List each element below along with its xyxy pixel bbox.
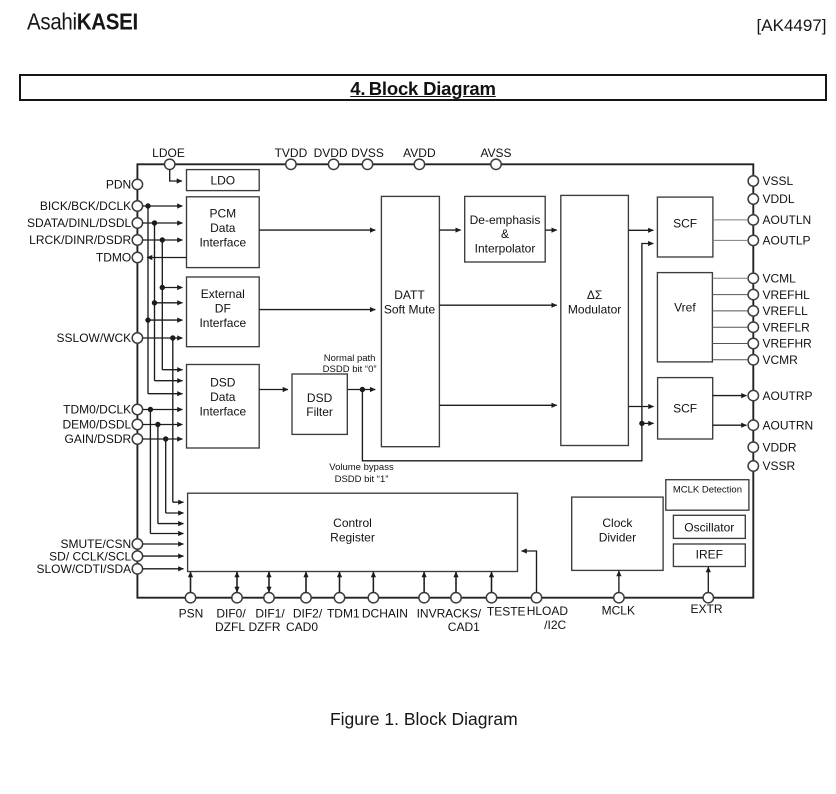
svg-text:Interface: Interface <box>199 236 246 250</box>
svg-text:VSSR: VSSR <box>763 459 796 473</box>
svg-text:PDN: PDN <box>106 178 131 192</box>
svg-text:VCML: VCML <box>763 272 797 286</box>
svg-text:DZFR: DZFR <box>249 620 281 634</box>
svg-text:DSDD bit “0”: DSDD bit “0” <box>323 364 377 375</box>
svg-text:DSD: DSD <box>210 375 236 389</box>
svg-text:Data: Data <box>210 390 236 404</box>
svg-text:BICK/BCK/DCLK: BICK/BCK/DCLK <box>40 199 131 213</box>
svg-text:LRCK/DINR/DSDR: LRCK/DINR/DSDR <box>29 233 131 247</box>
svg-text:Control: Control <box>333 516 372 530</box>
svg-text:EXTR: EXTR <box>690 602 722 616</box>
svg-text:DEM0/DSDL: DEM0/DSDL <box>63 418 132 432</box>
svg-text:Interface: Interface <box>199 316 246 330</box>
svg-text:DZFL: DZFL <box>215 620 245 634</box>
svg-text:DSDD bit “1”: DSDD bit “1” <box>335 474 389 485</box>
svg-text:TVDD: TVDD <box>275 146 308 160</box>
svg-text:Soft Mute: Soft Mute <box>384 303 436 317</box>
svg-text:SCF: SCF <box>673 402 697 416</box>
svg-text:DIF0/: DIF0/ <box>216 607 246 621</box>
svg-text:INVR: INVR <box>417 607 446 621</box>
svg-text:DVDD: DVDD <box>314 146 348 160</box>
svg-text:SDATA/DINL/DSDL: SDATA/DINL/DSDL <box>27 216 132 230</box>
svg-text:PSN: PSN <box>179 607 204 621</box>
svg-text:Oscillator: Oscillator <box>684 521 734 535</box>
svg-text:Interface: Interface <box>199 404 246 418</box>
svg-text:ΔΣ: ΔΣ <box>587 288 602 302</box>
svg-text:VREFHL: VREFHL <box>763 288 811 302</box>
svg-text:&: & <box>501 227 509 241</box>
svg-text:PCM: PCM <box>209 207 236 221</box>
svg-text:/I2C: /I2C <box>544 618 566 632</box>
svg-text:Data: Data <box>210 221 236 235</box>
svg-text:AOUTRP: AOUTRP <box>763 389 813 403</box>
svg-text:LDOE: LDOE <box>152 146 185 160</box>
svg-text:GAIN/DSDR: GAIN/DSDR <box>65 432 132 446</box>
svg-text:MCLK Detection: MCLK Detection <box>673 485 742 496</box>
svg-text:VCMR: VCMR <box>763 353 799 367</box>
svg-text:HLOAD: HLOAD <box>527 604 569 618</box>
svg-text:VDDL: VDDL <box>763 192 795 206</box>
svg-text:SCF: SCF <box>673 216 697 230</box>
svg-text:TESTE: TESTE <box>487 605 526 619</box>
svg-text:VREFLR: VREFLR <box>763 320 811 334</box>
svg-text:DIF1/: DIF1/ <box>255 607 285 621</box>
svg-text:DVSS: DVSS <box>351 146 384 160</box>
svg-text:CAD0: CAD0 <box>286 620 318 634</box>
svg-text:DATT: DATT <box>394 288 425 302</box>
svg-text:SD/ CCLK/SCL: SD/ CCLK/SCL <box>49 549 131 563</box>
svg-text:Interpolator: Interpolator <box>475 241 536 255</box>
svg-text:SSLOW/WCK: SSLOW/WCK <box>57 331 132 345</box>
svg-text:DIF2/: DIF2/ <box>293 607 323 621</box>
svg-text:TDMO: TDMO <box>96 251 131 265</box>
svg-text:De-emphasis: De-emphasis <box>470 213 541 227</box>
svg-text:Normal path: Normal path <box>324 353 376 364</box>
svg-text:AOUTRN: AOUTRN <box>763 418 814 432</box>
svg-text:AOUTLP: AOUTLP <box>763 234 811 248</box>
svg-text:SMUTE/CSN: SMUTE/CSN <box>61 537 132 551</box>
svg-text:Volume bypass: Volume bypass <box>329 462 394 473</box>
svg-text:MCLK: MCLK <box>602 604 635 618</box>
svg-text:Filter: Filter <box>306 405 333 419</box>
svg-text:DCHAIN: DCHAIN <box>362 607 408 621</box>
svg-text:Register: Register <box>330 531 375 545</box>
svg-text:AVSS: AVSS <box>480 146 511 160</box>
svg-text:CAD1: CAD1 <box>448 620 480 634</box>
svg-text:DF: DF <box>215 302 231 316</box>
svg-text:VSSL: VSSL <box>763 174 794 188</box>
svg-text:Divider: Divider <box>599 531 636 545</box>
svg-text:DSD: DSD <box>307 391 333 405</box>
svg-text:Clock: Clock <box>602 516 633 530</box>
svg-text:LDO: LDO <box>210 174 235 188</box>
svg-text:AOUTLN: AOUTLN <box>763 213 812 227</box>
svg-text:IREF: IREF <box>696 548 723 562</box>
svg-text:Modulator: Modulator <box>568 303 621 317</box>
svg-text:VDDR: VDDR <box>763 440 797 454</box>
svg-text:VREFLL: VREFLL <box>763 304 809 318</box>
svg-text:ACKS/: ACKS/ <box>445 607 482 621</box>
svg-text:AVDD: AVDD <box>403 146 436 160</box>
svg-text:SLOW/CDTI/SDA: SLOW/CDTI/SDA <box>37 562 132 576</box>
svg-text:TDM0/DCLK: TDM0/DCLK <box>63 403 131 417</box>
svg-text:VREFHR: VREFHR <box>763 337 813 351</box>
svg-text:TDM1: TDM1 <box>327 607 360 621</box>
svg-text:Vref: Vref <box>674 301 696 315</box>
svg-text:External: External <box>201 287 245 301</box>
